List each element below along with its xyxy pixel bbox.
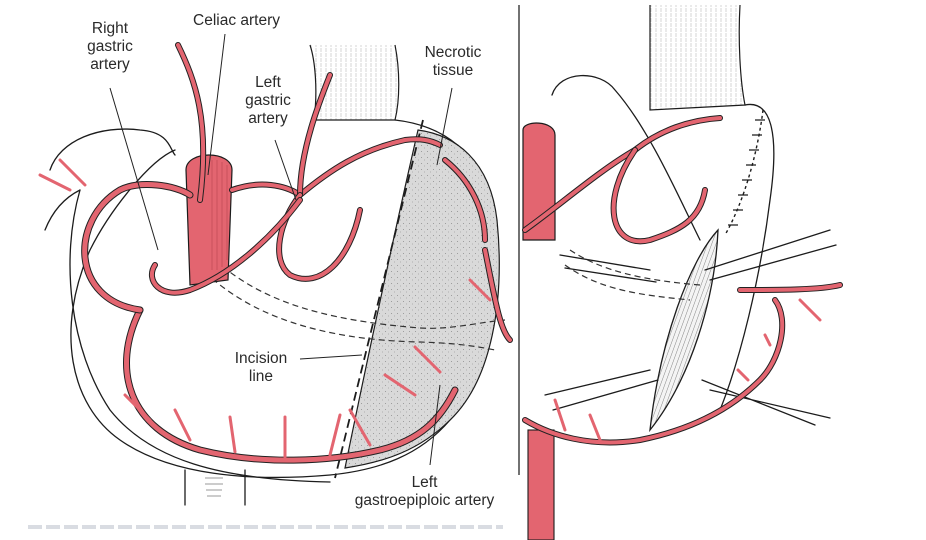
esophagus	[309, 44, 400, 121]
staple-line	[724, 109, 764, 236]
celiac-trunk	[185, 154, 233, 286]
right-arteries	[522, 115, 843, 446]
label-necrotic-tissue: Necrotic tissue	[424, 44, 482, 79]
gastrotomy-opening	[649, 228, 719, 433]
faded-caption	[28, 525, 503, 529]
aorta-lower	[527, 429, 555, 540]
left-arteries	[38, 42, 513, 464]
label-celiac-artery: Celiac artery	[193, 12, 280, 29]
incision-line	[334, 119, 424, 479]
right-panel	[522, 4, 843, 540]
necrotic-tissue-region	[344, 129, 500, 469]
label-right-gastric-artery: Right gastric artery	[87, 20, 133, 73]
label-left-gastric-artery: Left gastric artery	[245, 74, 291, 127]
label-left-gastroepiploic-artery: Left gastroepiploic artery	[354, 474, 495, 509]
esophagus-right	[649, 4, 746, 111]
left-panel	[38, 33, 513, 506]
label-incision-line: Incision line	[234, 350, 288, 385]
